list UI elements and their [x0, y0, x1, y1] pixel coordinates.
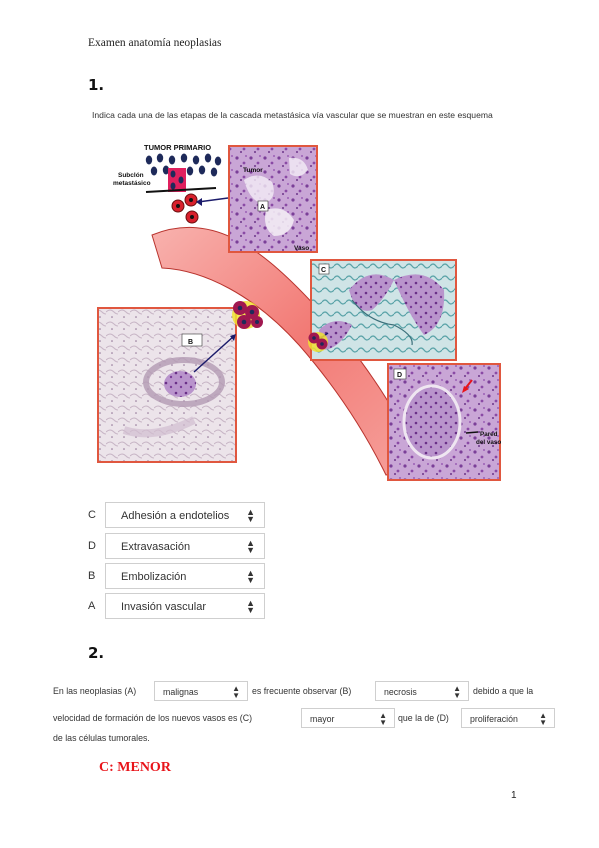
- primary-tumor: [144, 153, 224, 224]
- answer-select-a[interactable]: Invasión vascular ▲▼: [105, 593, 265, 619]
- label-tumor: Tumor: [243, 167, 263, 174]
- chevron-updown-icon: ▲▼: [246, 568, 255, 585]
- arrow-b-head: [230, 334, 236, 341]
- select-value: malignas: [163, 687, 199, 697]
- arrow-b: [193, 335, 235, 373]
- select-value: Adhesión a endotelios: [121, 510, 230, 522]
- histology-panel-d: [387, 363, 501, 481]
- adhering-tumor-cells: [308, 332, 328, 352]
- metastatic-cascade-figure: TUMOR PRIMARIO Subclón metastásico Tumor…: [94, 140, 504, 485]
- arrow-a-head: [196, 198, 202, 206]
- histology-panel-b: [97, 307, 237, 463]
- select-c[interactable]: mayor ▲▼: [301, 708, 395, 728]
- answer-row-d: D Extravasación ▲▼: [88, 533, 268, 559]
- q2-text-4: velocidad de formación de los nuevos vas…: [53, 713, 253, 723]
- select-value: proliferación: [470, 714, 518, 724]
- select-b[interactable]: necrosis ▲▼: [375, 681, 469, 701]
- chevron-updown-icon: ▲▼: [539, 711, 547, 727]
- select-value: Extravasación: [121, 541, 191, 553]
- select-value: necrosis: [384, 687, 417, 697]
- panel-c-letter: C: [321, 267, 326, 274]
- label-subclon-line2: metastásico: [113, 180, 151, 187]
- question-2-number: 2.: [88, 644, 105, 662]
- page-number: 1: [511, 790, 517, 801]
- question-1-number: 1.: [88, 76, 105, 94]
- tumor-embolus: [232, 301, 263, 329]
- arrow-a: [197, 197, 229, 203]
- histology-panel-c: [310, 259, 457, 361]
- q2-text-6: de las células tumorales.: [53, 733, 150, 743]
- select-value: Embolización: [121, 571, 187, 583]
- chevron-updown-icon: ▲▼: [232, 684, 240, 700]
- question-1-prompt: Indica cada una de las etapas de la casc…: [92, 110, 493, 120]
- answer-row-b: B Embolización ▲▼: [88, 563, 268, 589]
- answer-row-a: A Invasión vascular ▲▼: [88, 593, 268, 619]
- label-pared-line2: del vaso: [476, 439, 501, 446]
- answer-select-c[interactable]: Adhesión a endotelios ▲▼: [105, 502, 265, 528]
- select-d[interactable]: proliferación ▲▼: [461, 708, 555, 728]
- panel-b-letter: B: [188, 339, 193, 346]
- panel-a-letter: A: [260, 204, 265, 211]
- document-title: Examen anatomía neoplasias: [88, 37, 222, 49]
- answer-note: C: MENOR: [99, 760, 171, 775]
- q2-text-2: es frecuente observar (B): [252, 686, 352, 696]
- chevron-updown-icon: ▲▼: [379, 711, 387, 727]
- answer-letter: A: [88, 600, 96, 612]
- chevron-updown-icon: ▲▼: [246, 538, 255, 555]
- answer-select-b[interactable]: Embolización ▲▼: [105, 563, 265, 589]
- q2-text-1: En las neoplasias (A): [53, 686, 137, 696]
- detached-tumor-cells: [171, 193, 199, 224]
- answer-letter: B: [88, 570, 96, 582]
- chevron-updown-icon: ▲▼: [453, 684, 461, 700]
- q2-text-3: debido a que la: [473, 686, 534, 696]
- chevron-updown-icon: ▲▼: [246, 507, 255, 524]
- answer-letter: C: [88, 509, 96, 521]
- select-value: Invasión vascular: [121, 601, 206, 613]
- select-a[interactable]: malignas ▲▼: [154, 681, 248, 701]
- select-value: mayor: [310, 714, 335, 724]
- label-tumor-primario: TUMOR PRIMARIO: [144, 143, 211, 152]
- label-vaso: Vaso: [294, 245, 309, 252]
- label-subclon-line1: Subclón: [118, 172, 144, 179]
- answer-select-d[interactable]: Extravasación ▲▼: [105, 533, 265, 559]
- panel-d-letter: D: [397, 372, 402, 379]
- chevron-updown-icon: ▲▼: [246, 598, 255, 615]
- histology-panel-a: [228, 145, 318, 253]
- q2-text-5: que la de (D): [398, 713, 449, 723]
- answer-letter: D: [88, 540, 96, 552]
- label-pared-line1: Pared: [480, 431, 498, 438]
- answer-row-c: C Adhesión a endotelios ▲▼: [88, 502, 268, 528]
